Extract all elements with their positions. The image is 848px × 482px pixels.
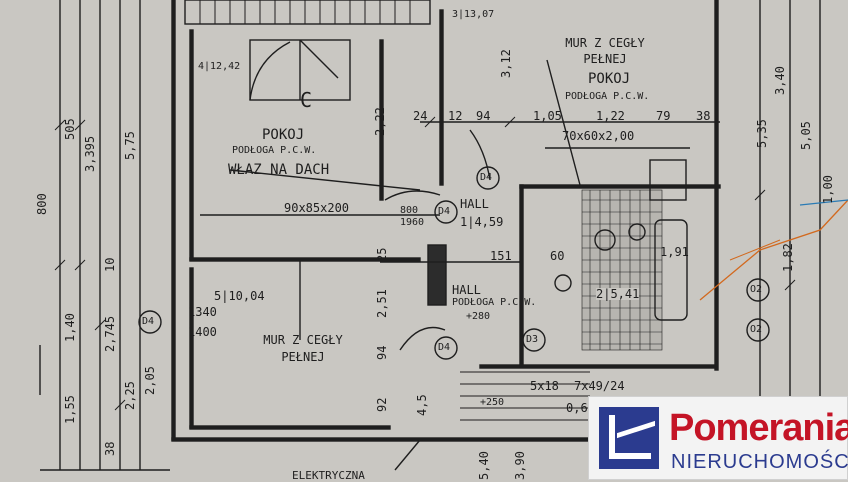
hall-2-floor: PODŁOGA P.C.W. xyxy=(452,297,537,308)
dim-535: 5,35 xyxy=(755,119,769,148)
dim-top-12: 12 xyxy=(448,109,463,123)
hall-1-code: 1|4,59 xyxy=(460,215,504,229)
dim-10: 10 xyxy=(103,257,117,272)
dim-60: 60 xyxy=(550,249,565,263)
dim-222: 2,22 xyxy=(373,107,387,136)
dim-251: 2,51 xyxy=(375,289,389,318)
door-tag-o2-a: O2 xyxy=(750,284,763,295)
dim-top-122: 1,22 xyxy=(596,109,625,123)
dim-top-105: 1,05 xyxy=(533,109,562,123)
logo-mark-icon xyxy=(599,407,659,469)
room-top-right-wall: MUR Z CEGŁY PEŁNEJ xyxy=(565,36,645,66)
door-tag-d4-left: D4 xyxy=(142,316,155,327)
dim-312: 3,12 xyxy=(499,49,513,78)
room-top-right-code: 3|13,07 xyxy=(452,9,495,20)
dim-door-1: 90x85x200 xyxy=(284,201,350,215)
dim-205: 2,05 xyxy=(143,366,157,395)
room-5-code: 5|10,04 xyxy=(214,289,265,303)
dim-800: 800 xyxy=(35,193,49,215)
logo-subtitle: NIERUCHOMOŚCI xyxy=(671,451,848,473)
logo-brand: Pomerania xyxy=(669,407,848,449)
room-5-wall: MUR Z CEGŁY PEŁNEJ xyxy=(263,333,343,364)
door-tag-d4-top: D4 xyxy=(480,172,493,183)
dim-540: 5,40 xyxy=(477,451,491,480)
dim-45: 4,5 xyxy=(415,394,429,416)
dim-1400: 1400 xyxy=(188,325,217,339)
dim-340: 3,40 xyxy=(773,66,787,95)
dim-575: 5,75 xyxy=(123,131,137,160)
room-c-code: 4|12,42 xyxy=(198,61,241,72)
dim-225: 2,25 xyxy=(123,381,137,410)
dim-151: 151 xyxy=(490,249,512,263)
dim-5x18: 5x18 xyxy=(530,379,559,393)
room-top-right-floor: PODŁOGA P.C.W. xyxy=(565,91,650,102)
dim-92: 92 xyxy=(375,397,389,412)
dim-top-24: 24 xyxy=(413,109,428,123)
hall-1-name: HALL xyxy=(460,197,489,211)
dim-390: 3,90 xyxy=(513,451,527,480)
dim-140: 1,40 xyxy=(63,313,77,342)
dim-94: 94 xyxy=(375,345,389,360)
dim-plus250: +250 xyxy=(480,397,505,408)
dim-182: 1,82 xyxy=(781,243,795,272)
dim-191: 1,91 xyxy=(660,245,689,259)
dim-door-2: 70x60x2,00 xyxy=(562,129,635,143)
bottom-text: ELEKTRYCZNA xyxy=(292,469,365,482)
pomerania-logo: Pomerania NIERUCHOMOŚCI xyxy=(588,396,848,480)
room-c-letter: C xyxy=(300,88,313,112)
dim-505: 505 xyxy=(63,118,77,140)
dim-25: 25 xyxy=(375,247,389,262)
dim-1960a: 1960 xyxy=(400,217,425,228)
dim-top-79: 79 xyxy=(656,109,671,123)
dim-38: 38 xyxy=(103,441,117,456)
door-tag-o2-b: O2 xyxy=(750,324,763,335)
door-tag-d4-bottom: D4 xyxy=(438,342,451,353)
dim-plus280: +280 xyxy=(466,311,491,322)
door-tag-d4-hall: D4 xyxy=(438,206,451,217)
bath-code: 2|5,41 xyxy=(596,287,640,301)
door-tag-d3: D3 xyxy=(526,334,539,345)
dim-3395: 3,395 xyxy=(83,135,97,172)
hall-2-name: HALL xyxy=(452,283,481,297)
dim-155: 1,55 xyxy=(63,395,77,424)
dim-505r: 5,05 xyxy=(799,121,813,150)
dim-top-38: 38 xyxy=(696,109,711,123)
dim-1340: 1340 xyxy=(188,305,217,319)
dim-065: 0,65 xyxy=(566,401,595,415)
room-c-floor: PODŁOGA P.C.W. xyxy=(232,145,317,156)
room-c-note: WŁAZ NA DACH xyxy=(228,162,330,178)
dim-2745: 2,745 xyxy=(103,315,117,352)
dim-800a: 800 xyxy=(400,205,419,216)
dim-100: 1,00 xyxy=(821,175,835,204)
dim-top-94: 94 xyxy=(476,109,491,123)
room-top-right-name: POKOJ xyxy=(588,71,631,87)
room-c-name: POKOJ xyxy=(262,127,305,143)
dim-7x49: 7x49/24 xyxy=(574,379,625,393)
